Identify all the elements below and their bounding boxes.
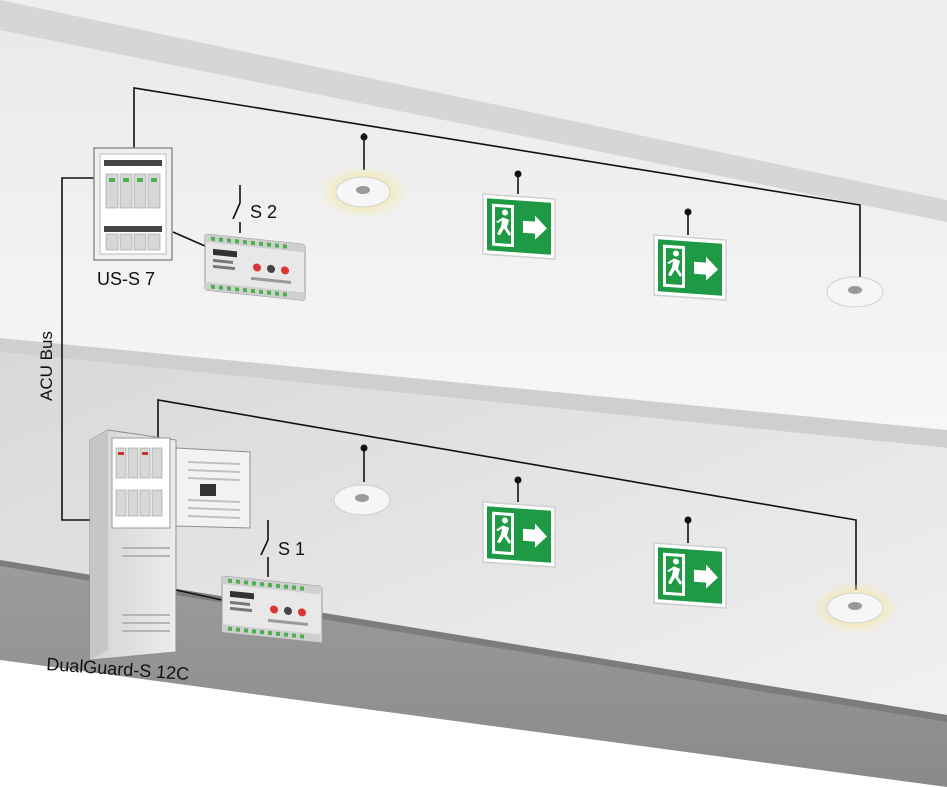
ceiling-light-lower-1 xyxy=(333,484,391,516)
acu-bus-label: ACU Bus xyxy=(37,331,56,401)
lower-floor-feeder xyxy=(157,399,857,590)
ceiling-light-lower-2 xyxy=(811,582,899,634)
exit-sign-upper-1 xyxy=(482,193,556,260)
panel-us-s7 xyxy=(93,147,173,261)
exit-sign-lower-1 xyxy=(482,501,556,568)
relay-module-upper xyxy=(204,233,306,302)
switch-lower-label: S 1 xyxy=(278,539,305,559)
exit-sign-lower-2 xyxy=(653,542,727,609)
panel-dualguard-s12c xyxy=(89,429,251,661)
panel-upper-label: US-S 7 xyxy=(97,269,155,289)
ceiling-light-upper-1 xyxy=(319,166,407,218)
acu-bus-wire xyxy=(61,177,96,521)
ceiling-light-upper-2 xyxy=(826,276,884,308)
switch-upper-label: S 2 xyxy=(250,202,277,222)
upper-floor-feeder xyxy=(133,87,861,280)
wire-junctions xyxy=(360,133,692,524)
relay-module-lower xyxy=(221,575,323,644)
exit-sign-upper-2 xyxy=(653,234,727,301)
wiring xyxy=(61,87,861,601)
